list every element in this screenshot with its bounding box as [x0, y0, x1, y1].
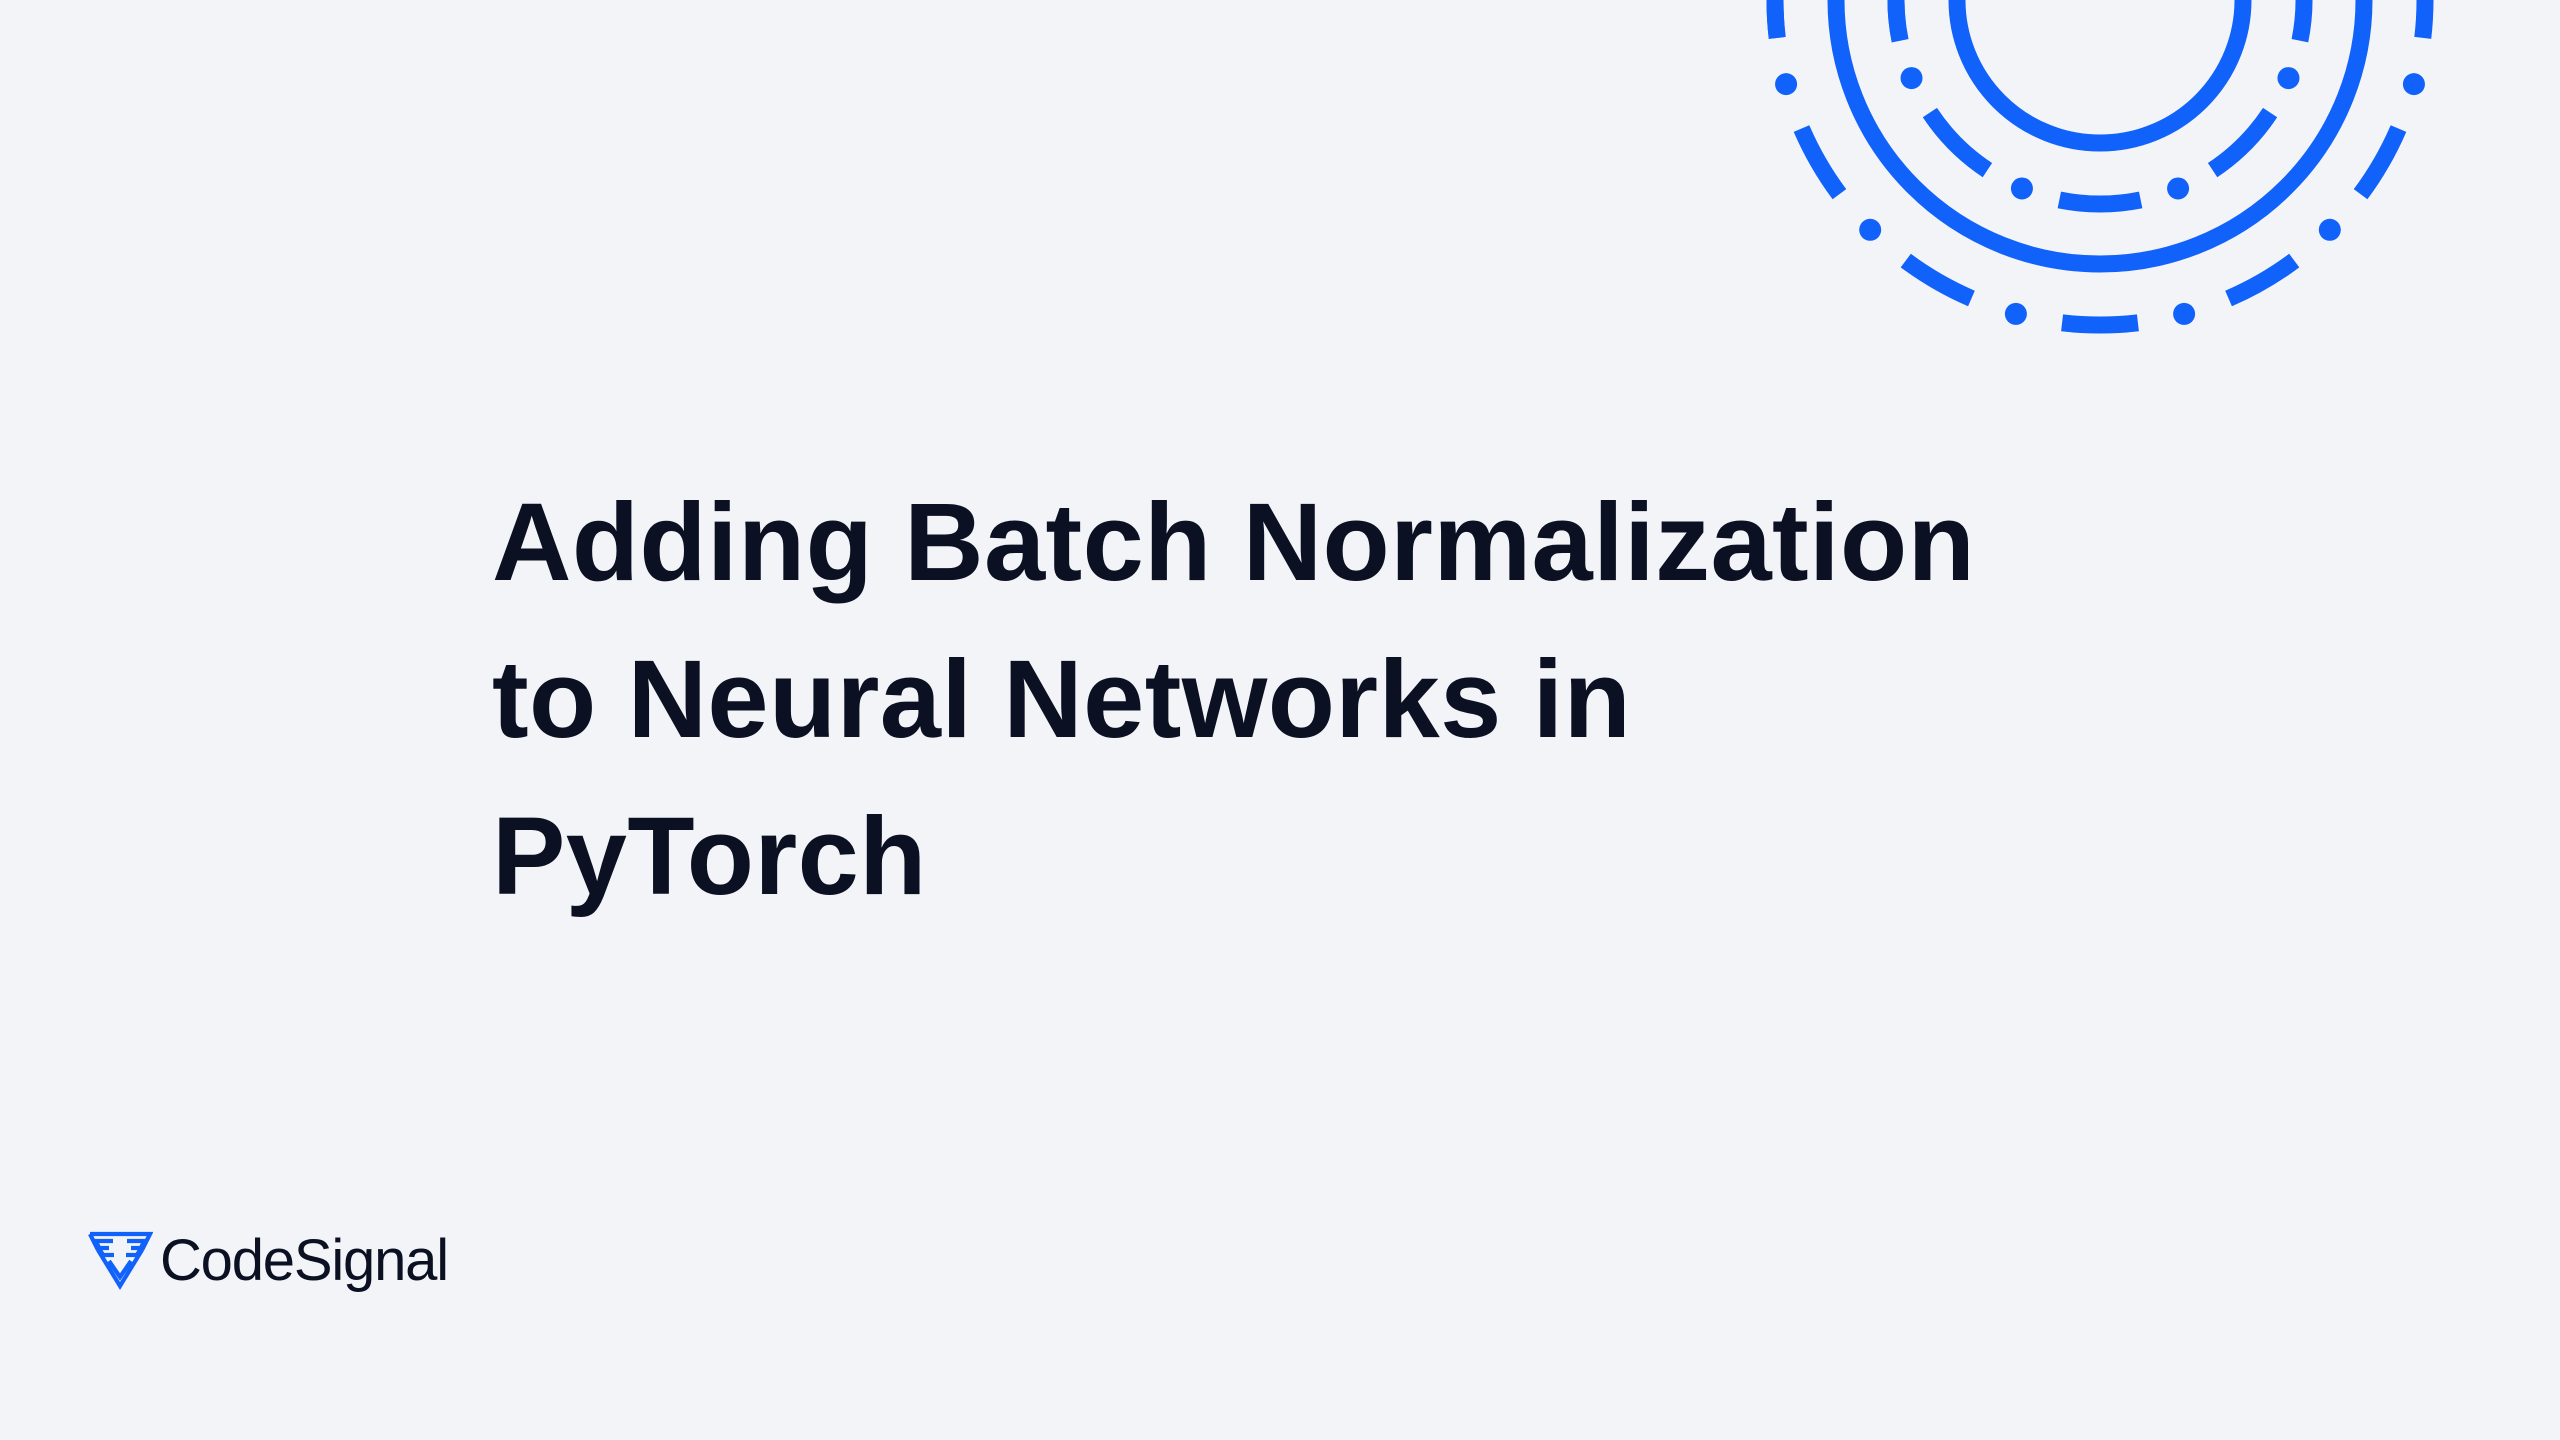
ring-dash: [2414, 0, 2434, 39]
ring-dash: [1922, 107, 1993, 178]
ring-dash: [1793, 125, 1847, 200]
ring-dash: [1887, 0, 1909, 43]
title-line-3: PyTorch: [492, 795, 927, 918]
brand-name: CodeSignal: [160, 1228, 449, 1293]
ring-dot: [2277, 67, 2300, 90]
ring-dot: [2173, 302, 2196, 325]
solid-ring-1: [1948, 0, 2252, 152]
ring-dash: [2061, 314, 2139, 334]
ring-dash: [2207, 107, 2278, 178]
ring-dash: [2225, 253, 2300, 307]
ring-dash: [1766, 0, 1786, 39]
ring-dot: [1775, 73, 1798, 96]
codesignal-logo-icon: [88, 1231, 153, 1291]
ring-dot: [1859, 218, 1882, 241]
ring-dash: [2353, 125, 2407, 200]
ring-dot: [2318, 218, 2341, 241]
ring-dot: [2010, 177, 2033, 200]
ring-dash: [1900, 253, 1975, 307]
ring-dot: [2004, 302, 2027, 325]
ring-dot: [2167, 177, 2190, 200]
solid-ring-3: [1827, 0, 2373, 273]
ring-dash: [2057, 191, 2143, 213]
brand-logo: CodeSignal: [87, 1231, 449, 1291]
title-line-1: Adding Batch Normalization: [492, 481, 1976, 604]
ring-dot: [1900, 67, 1923, 90]
title-line-2: to Neural Networks in: [492, 638, 1632, 761]
slide-title: Adding Batch Normalization to Neural Net…: [492, 464, 1975, 935]
ring-dash: [2291, 0, 2313, 43]
ring-dot: [2402, 73, 2425, 96]
